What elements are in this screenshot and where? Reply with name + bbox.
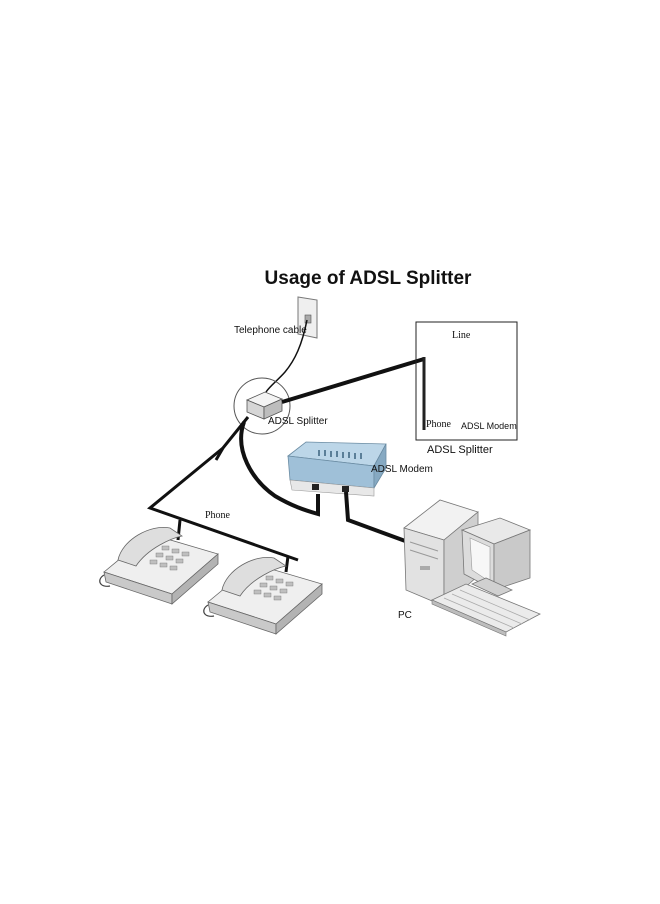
pc-tower (403, 499, 479, 607)
telephone-cable-line (265, 319, 308, 393)
splitter-inset-box (415, 321, 518, 441)
adsl-modem-device (286, 441, 387, 497)
phone-branch-2 (284, 555, 290, 573)
line-cable (281, 357, 425, 404)
inset-phone-label: Phone (426, 419, 451, 430)
inset-adsl-modem-label: ADSL Modem (461, 421, 517, 431)
telephone-cable-label: Telephone cable (234, 325, 307, 336)
inset-caption: ADSL Splitter (427, 444, 493, 456)
diagram-title: Usage of ADSL Splitter (264, 268, 472, 289)
pc-keyboard (431, 583, 541, 637)
inset-line-label: Line (452, 330, 471, 341)
modem-cable (239, 421, 320, 517)
wall-jack (297, 296, 318, 339)
phone-label: Phone (205, 510, 230, 521)
adsl-modem-label: ADSL Modem (371, 464, 433, 475)
pc-cable (344, 491, 409, 544)
telephone-1 (99, 526, 219, 605)
pc-label: PC (398, 610, 412, 621)
phone-cable (146, 416, 299, 562)
adsl-splitter-label: ADSL Splitter (268, 416, 328, 427)
splitter-highlight-circle (233, 377, 291, 435)
adsl-splitter-device (245, 391, 284, 420)
pc-monitor (460, 517, 532, 597)
telephone-2 (203, 556, 323, 635)
